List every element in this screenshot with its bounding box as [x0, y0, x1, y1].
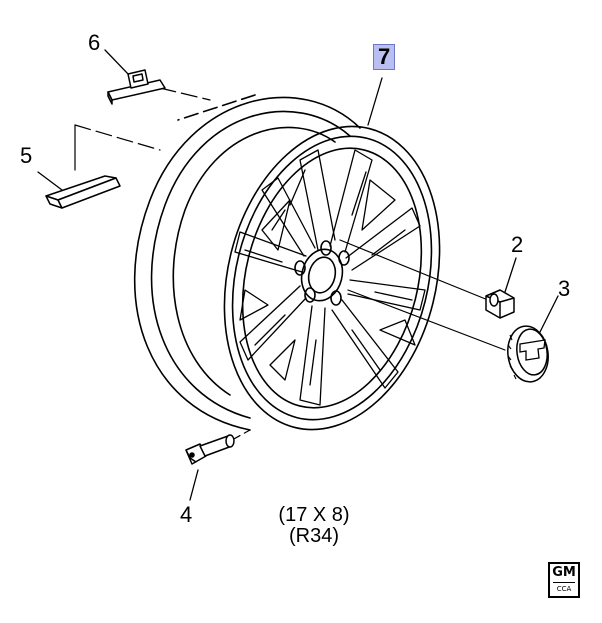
- wheel-face: [223, 125, 441, 431]
- wheel-size-label: (17 X 8): [278, 504, 350, 526]
- lug-nut-part: [485, 289, 515, 319]
- gm-logo-sub: CCA: [556, 585, 572, 593]
- wheel-rim-barrel: [133, 94, 361, 431]
- gm-logo: GM CCA: [548, 562, 580, 598]
- gm-logo-brand: GM: [552, 565, 576, 580]
- callout-7-highlighted: 7: [373, 44, 396, 70]
- gm-logo-divider: [553, 582, 575, 583]
- callout-leaders: [37, 49, 559, 501]
- wheel-spokes: [234, 149, 426, 406]
- callout-6: 6: [88, 30, 101, 55]
- wheel-hub: [294, 240, 350, 306]
- assembly-centerlines: [74, 87, 506, 456]
- wheel-weight-clip-part: [107, 69, 166, 105]
- callout-5: 5: [20, 143, 33, 168]
- tpms-valve-sensor-part: [185, 434, 235, 465]
- center-cap-part: [507, 325, 549, 383]
- adhesive-weight-part: [45, 175, 121, 209]
- callout-2: 2: [511, 232, 524, 257]
- rpo-code-label: (R34): [288, 525, 339, 547]
- callout-4: 4: [180, 502, 193, 527]
- callout-3: 3: [558, 276, 571, 301]
